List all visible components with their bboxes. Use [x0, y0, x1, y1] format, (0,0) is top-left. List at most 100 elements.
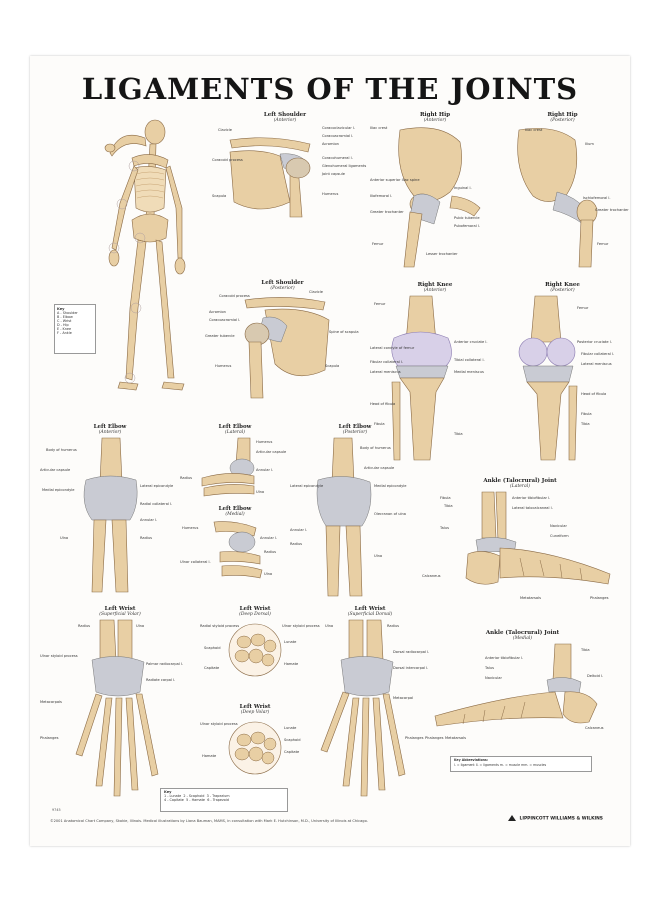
label: Pubic tubercle — [454, 216, 480, 220]
panel-subtitle: (Posterior) — [342, 430, 368, 435]
label: Radius — [78, 624, 91, 628]
label: Capitate — [284, 750, 300, 754]
label: Hamate — [284, 662, 299, 666]
panel-elbow-medial: Left Elbow (Medial) Humerus Annular l. R… — [180, 506, 290, 596]
label: Body of humerus — [360, 446, 391, 450]
panel-wrist-deep-volar: Left Wrist (Deep Volar) Ulnar styloid pr… — [200, 704, 310, 804]
label: Coracoid process — [219, 294, 250, 298]
bone-key-item: 6 - Trapezoid — [207, 798, 229, 802]
label: Articular capsule — [40, 468, 71, 472]
label: Phalanges — [405, 736, 424, 740]
poster-sheet: LIGAMENTS OF THE JOINTS — [30, 56, 630, 846]
panel-title: Right Hip — [547, 112, 578, 118]
label: Annular l. — [260, 536, 278, 540]
elbow-anterior-illustration — [83, 437, 138, 593]
label: Fibula — [440, 496, 451, 500]
panel-subtitle: (Anterior) — [273, 118, 297, 123]
label: Ulnar styloid process — [200, 722, 238, 726]
panel-elbow-posterior: Left Elbow (Posterior) Body of humerus A… — [290, 424, 420, 599]
label: Ulnar collateral l. — [180, 560, 211, 564]
wrist-volar-illustration — [75, 619, 159, 797]
panel-title: Left Wrist — [239, 704, 271, 710]
panel-title: Left Elbow — [338, 424, 372, 430]
panel-subtitle: (Lateral) — [510, 484, 530, 489]
label: Posterior cruciate l. — [577, 340, 612, 344]
label: Ischiofemoral l. — [583, 196, 611, 200]
label: Lesser trochanter — [426, 252, 458, 256]
label: Femur — [597, 242, 609, 246]
panel-ankle-medial: Ankle (Talocrural) Joint (Medial) Tibia … — [425, 630, 620, 750]
elbow-medial-illustration — [213, 521, 263, 579]
label: Head of fibula — [581, 392, 607, 396]
label: Cuneiform — [550, 534, 569, 538]
wrist-deep-volar-illustration — [228, 721, 282, 775]
label: Head of fibula — [370, 402, 396, 406]
panel-title: Ankle (Talocrural) Joint — [483, 478, 557, 484]
label: Lateral meniscus — [370, 370, 401, 374]
key-abbreviations: Key Abbreviations: l. = ligament ll. = l… — [450, 756, 592, 772]
label: Radius — [264, 550, 277, 554]
label: Greater trochanter — [595, 208, 629, 212]
label: Anterior tibiofibular l. — [512, 496, 551, 500]
panel-knee-posterior: Right Knee (Posterior) Femur Posterior c… — [505, 282, 620, 462]
key-abbreviations-title: Key Abbreviations: — [454, 758, 489, 762]
label: Annular l. — [256, 468, 274, 472]
panel-shoulder-posterior: Left Shoulder (Posterior) Coracoid proce… — [205, 280, 360, 400]
label: Coracoacromial l. — [322, 134, 354, 138]
poster-title: LIGAMENTS OF THE JOINTS — [81, 72, 579, 106]
panel-title: Left Elbow — [218, 424, 252, 430]
label: Phalanges — [425, 736, 444, 740]
panel-title: Right Hip — [419, 112, 451, 118]
label: Iliofemoral l. — [370, 194, 393, 198]
label: Metacarpals — [40, 700, 62, 704]
label: Ulnar styloid process — [282, 624, 320, 628]
label: Palmar radiocarpal l. — [146, 662, 184, 666]
label: Articular capsule — [256, 450, 287, 454]
panel-title: Left Shoulder — [263, 112, 307, 118]
panel-subtitle: (Superficial Dorsal) — [347, 612, 393, 617]
label: Lateral talocalcaneal l. — [512, 506, 553, 510]
label: Iliac crest — [370, 126, 388, 130]
label: Lateral condyle of femur — [370, 346, 415, 350]
panel-title: Right Knee — [417, 282, 453, 288]
label: Ulna — [60, 536, 69, 540]
publisher-logo: LIPPINCOTT WILLIAMS & WILKINS — [508, 815, 603, 822]
label: Radial collateral l. — [140, 502, 173, 506]
label: Fibular collateral l. — [581, 352, 615, 356]
label: Ulna — [374, 554, 383, 558]
label: Phalanges — [40, 736, 59, 740]
label: Radius — [387, 624, 400, 628]
label: Metacarpal — [393, 696, 414, 700]
panel-wrist-dorsal: Left Wrist (Superficial Dorsal) Ulna Rad… — [305, 606, 435, 806]
label: Ulna — [256, 490, 265, 494]
panel-ankle-lateral: Ankle (Talocrural) Joint (Lateral) Fibul… — [420, 478, 620, 618]
body-key-item: B - Elbow — [57, 315, 73, 319]
label: Fibula — [374, 422, 385, 426]
label: Medial meniscus — [454, 370, 484, 374]
panel-shoulder-anterior: Left Shoulder (Anterior) Clavicle Coraco… — [210, 112, 366, 222]
body-key-item: C - Wrist — [57, 319, 72, 323]
label: Lateral epicondyle — [140, 484, 174, 488]
body-key: Key A - Shoulder B - Elbow C - Wrist D -… — [54, 304, 96, 354]
label: Acromion — [209, 310, 226, 314]
body-key-title: Key — [57, 307, 65, 311]
panel-hip-anterior: Right Hip (Anterior) Iliac crest Anterio… — [370, 112, 500, 272]
label: Fibular collateral l. — [370, 360, 404, 364]
label: Acromion — [322, 142, 339, 146]
knee-anterior-illustration — [391, 295, 452, 461]
label: Humerus — [322, 192, 339, 196]
elbow-posterior-illustration — [316, 437, 372, 597]
label: Ulna — [325, 624, 334, 628]
bone-key-item: 5 - Hamate — [186, 798, 206, 802]
wrist-dorsal-illustration — [320, 619, 406, 797]
label: Radius — [140, 536, 153, 540]
bone-key-item: 4 - Capitate — [164, 798, 184, 802]
hip-anterior-illustration — [398, 127, 481, 268]
panel-elbow-lateral: Left Elbow (Lateral) Humerus Articular c… — [180, 424, 290, 504]
panel-subtitle: (Anterior) — [98, 430, 122, 435]
label: Tibia — [581, 422, 590, 426]
panel-subtitle: (Posterior) — [550, 288, 575, 293]
label: Joint capsule — [322, 172, 345, 176]
label: Coracoid process — [212, 158, 243, 162]
panel-title: Right Knee — [545, 282, 580, 288]
